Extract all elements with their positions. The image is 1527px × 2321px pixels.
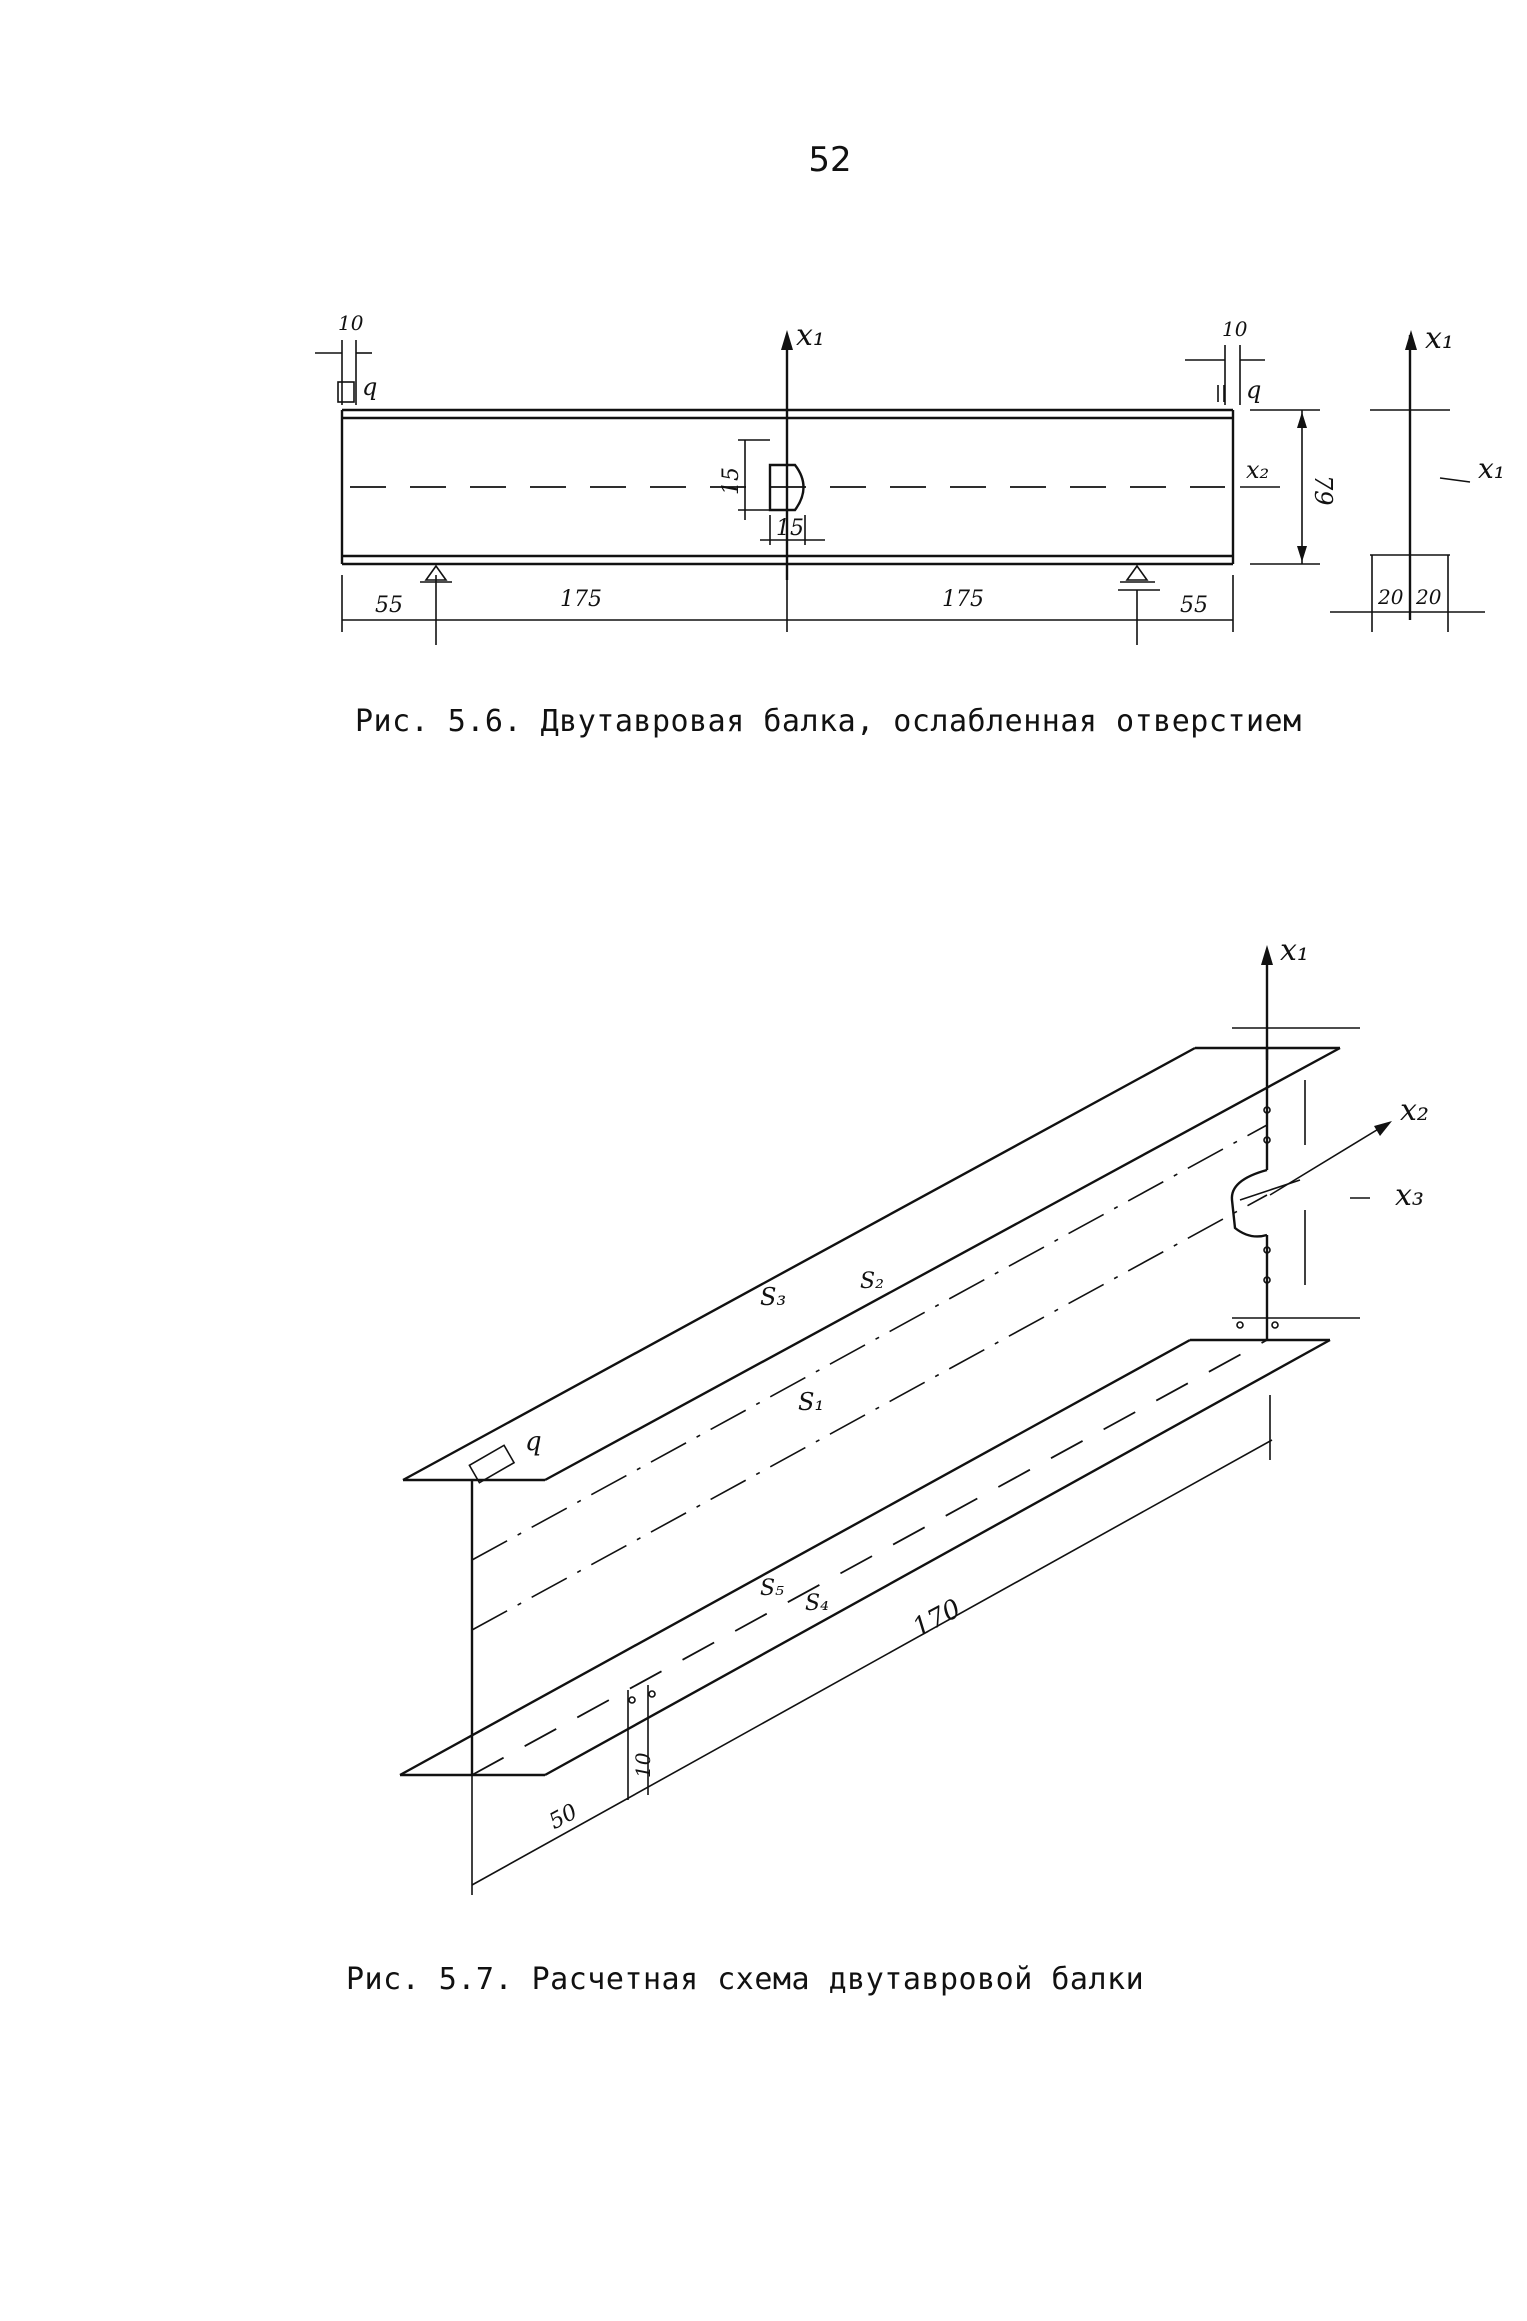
hole-height-label: 15 (719, 467, 744, 495)
web (470, 1048, 1269, 1776)
s5-label: S₅ (760, 1576, 784, 1601)
end-node-marks (1232, 1027, 1360, 1329)
s1-label: S₁ (798, 1388, 824, 1416)
dim-10-label: 10 (631, 1752, 655, 1778)
span-1-label: 55 (375, 593, 403, 618)
left-load-label: q (362, 373, 377, 401)
dim-50-label: 50 (545, 1800, 581, 1835)
length-dimension-line (471, 1439, 1273, 1886)
span-2-label: 175 (560, 587, 602, 612)
figure-5-6-caption: Рис. 5.6. Двутавровая балка, ослабленная… (355, 704, 1302, 739)
x2-axis-label: x₂ (1246, 456, 1269, 484)
web-hole (738, 439, 825, 545)
x2-axis-label-3d: x₂ (1400, 1093, 1429, 1128)
s2-label: S₂ (860, 1269, 884, 1294)
left-offset-label: 10 (338, 311, 364, 335)
hole-width-label: 15 (776, 516, 804, 541)
x3-axis-label-3d: x₃ (1395, 1178, 1424, 1213)
x1-axis-label: x₁ (796, 318, 825, 353)
load-block-icon (468, 1444, 516, 1484)
cross-section-view (1330, 330, 1485, 632)
end-hole (1230, 1168, 1268, 1238)
right-load-label: q (1246, 376, 1261, 404)
span-4-label: 55 (1180, 593, 1208, 618)
flange-1-label: 20 (1377, 585, 1404, 609)
flange-2-label: 20 (1415, 585, 1442, 609)
figure-5-6-drawing: 15 15 x₁ 10 q 10 q x₂ 79 55 175 175 (315, 311, 1505, 645)
span-3-label: 175 (942, 587, 984, 612)
x1-axis-label-3d: x₁ (1280, 933, 1309, 968)
right-support-icon (1118, 564, 1160, 591)
top-flange (402, 1046, 1341, 1482)
section-x1-side-label: x₁ (1478, 452, 1505, 485)
section-x1-label: x₁ (1425, 321, 1454, 356)
page-number: 52 (808, 140, 852, 180)
load-q-label: q (525, 1427, 542, 1457)
s3-label: S₃ (760, 1283, 786, 1311)
beam-height-label: 79 (1309, 475, 1337, 506)
figure-5-7-caption: Рис. 5.7. Расчетная схема двутавровой ба… (346, 1962, 1145, 1997)
right-offset-label: 10 (1222, 317, 1248, 341)
length-label: 170 (908, 1594, 966, 1644)
s4-label: S₄ (805, 1591, 829, 1616)
